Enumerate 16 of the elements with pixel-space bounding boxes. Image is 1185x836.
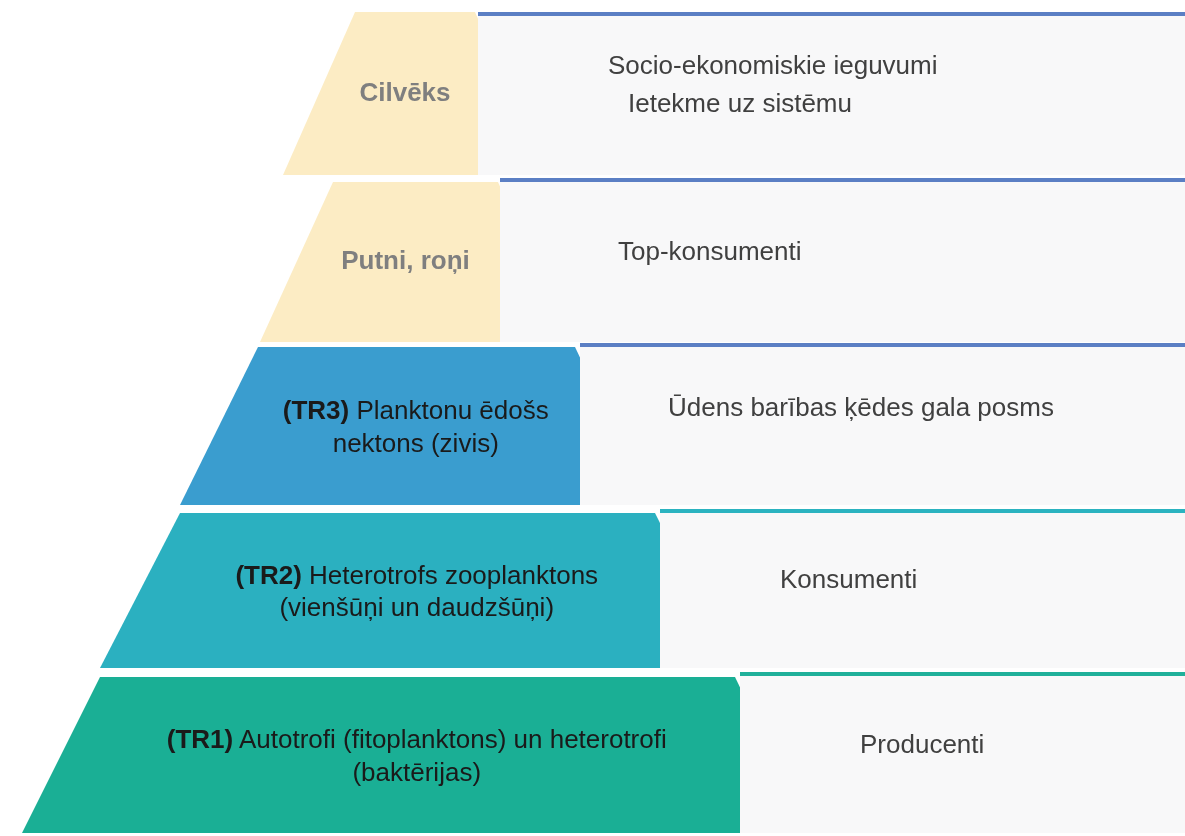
description-text: Top-konsumenti	[618, 236, 802, 267]
level-label: Putni, roņi	[340, 244, 471, 277]
level-label: (TR2) Heterotrofs zooplanktons (vienšūņi un daudzšūņi)	[234, 558, 600, 624]
level-label: (TR1) Autotrofi (fitoplanktons) un heterotrofi (baktērijas)	[165, 723, 668, 788]
level-label: (TR3) Planktonu ēdošs nektons (zivis)	[281, 394, 550, 459]
description-text: Producenti	[860, 729, 985, 760]
description-text: Ietekme uz sistēmu	[628, 88, 852, 119]
description-band	[660, 509, 1185, 668]
description-text: Socio-ekonomiskie ieguvumi	[608, 50, 938, 81]
description-band	[500, 178, 1185, 342]
description-band	[478, 12, 1185, 175]
description-band	[740, 672, 1185, 833]
description-text: Konsumenti	[780, 564, 918, 595]
level-label: Cilvēks	[358, 75, 452, 108]
description-text: Ūdens barības ķēdes gala posms	[668, 392, 1054, 423]
description-band	[580, 343, 1185, 505]
